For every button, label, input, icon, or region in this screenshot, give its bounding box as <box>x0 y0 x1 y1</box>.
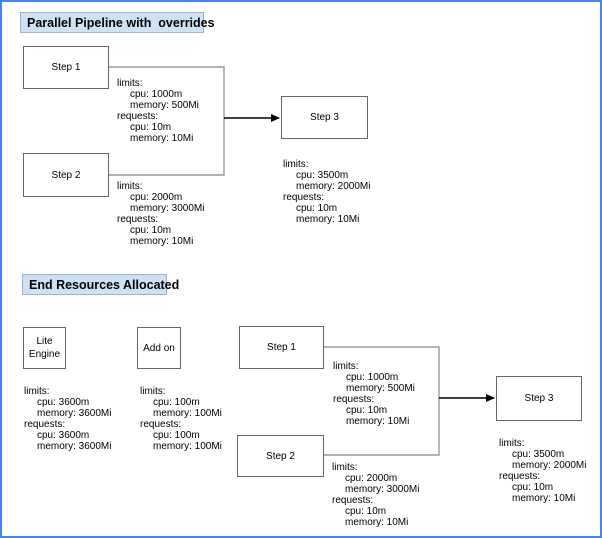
node-lite-engine: Lite Engine <box>23 327 66 369</box>
section-title-end-resources: End Resources Allocated <box>22 274 179 295</box>
node-label: Add on <box>143 342 175 354</box>
resources-bottom-step3: limits: cpu: 3500m memory: 2000Mi reques… <box>499 438 587 504</box>
node-label: Step 3 <box>524 393 554 404</box>
connector-top-steps <box>109 66 225 176</box>
node-bottom-step1: Step 1 <box>239 326 324 369</box>
node-label: Step 2 <box>266 450 295 462</box>
node-top-step2: Step 2 <box>23 153 109 197</box>
node-bottom-step2: Step 2 <box>237 435 324 477</box>
resources-lite-engine: limits: cpu: 3600m memory: 3600Mi reques… <box>24 386 112 452</box>
node-label: Step 3 <box>310 112 339 123</box>
node-bottom-step3: Step 3 <box>496 376 582 421</box>
node-top-step3: Step 3 <box>281 96 368 139</box>
node-label: Lite <box>36 336 53 347</box>
node-add-on: Add on <box>137 327 181 369</box>
resources-bottom-step2: limits: cpu: 2000m memory: 3000Mi reques… <box>332 462 420 528</box>
node-top-step1: Step 1 <box>23 46 109 89</box>
node-label: Step 2 <box>51 169 81 181</box>
resources-top-step2: limits: cpu: 2000m memory: 3000Mi reques… <box>117 181 205 247</box>
resources-add-on: limits: cpu: 100m memory: 100Mi requests… <box>140 386 222 452</box>
resources-top-step3: limits: cpu: 3500m memory: 2000Mi reques… <box>283 159 371 225</box>
node-label: Step 1 <box>51 62 81 73</box>
node-label: Step 1 <box>267 342 296 353</box>
resources-bottom-step1: limits: cpu: 1000m memory: 500Mi request… <box>333 361 415 427</box>
node-label: Engine <box>28 349 61 360</box>
resources-top-step1: limits: cpu: 1000m memory: 500Mi request… <box>117 78 199 144</box>
connector-bottom-steps <box>324 346 440 456</box>
section-title-parallel-pipeline: Parallel Pipeline with overrides <box>20 12 215 33</box>
